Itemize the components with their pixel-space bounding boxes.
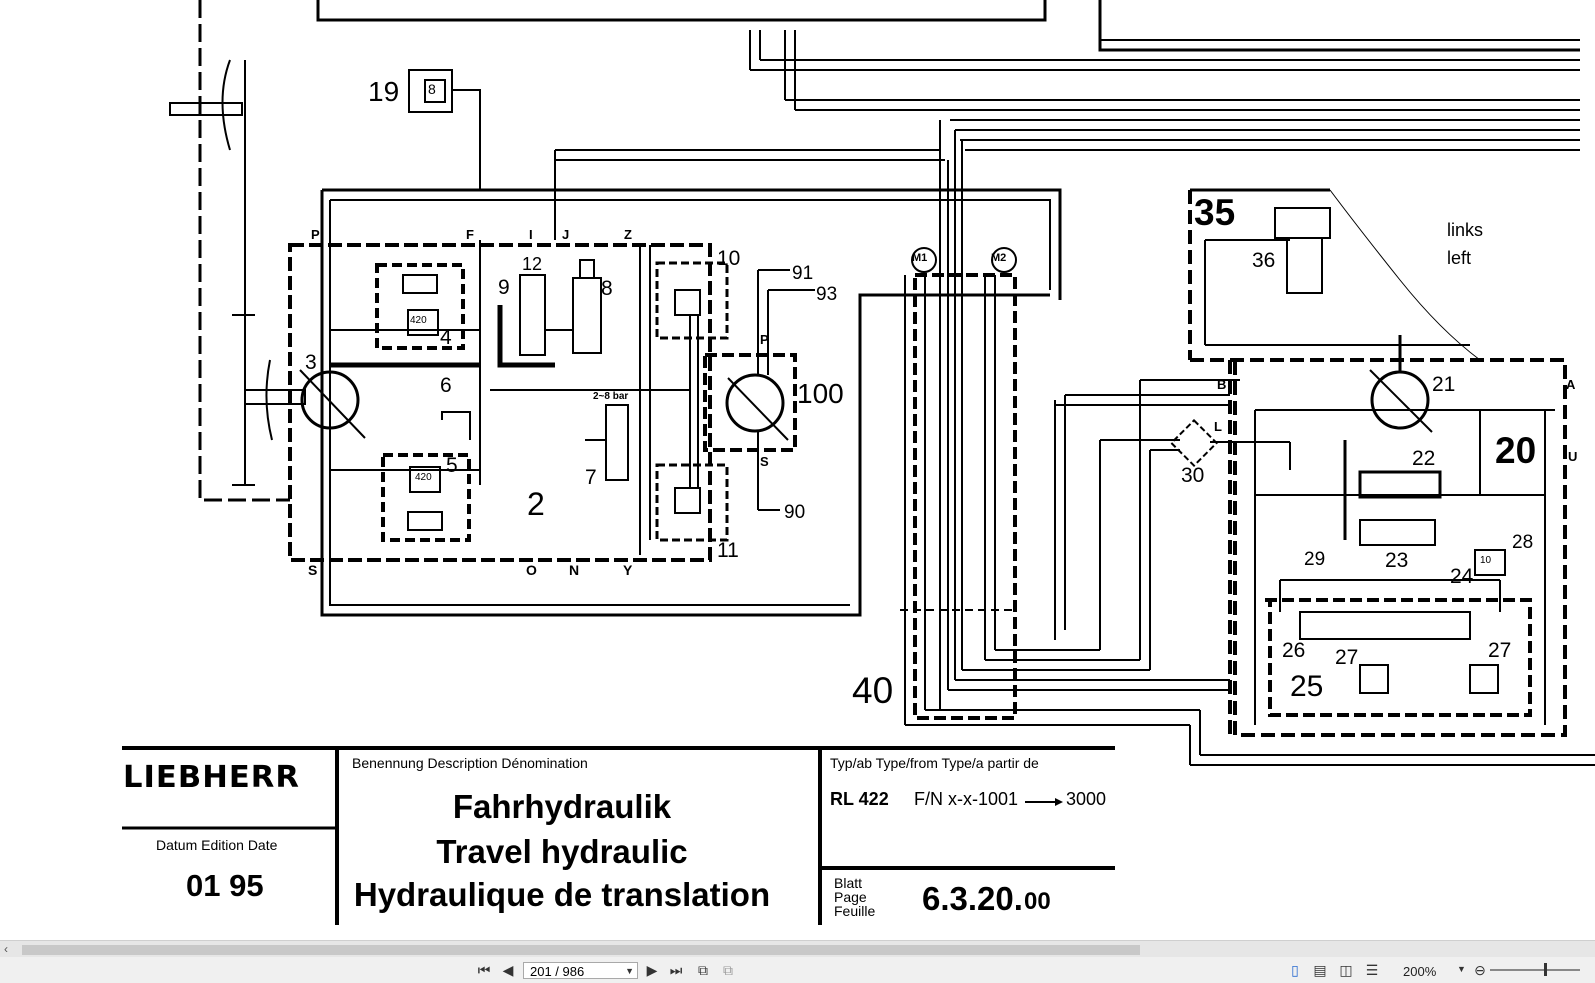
horizontal-scrollbar[interactable]: ‹	[0, 940, 1595, 958]
document-page: 19 8 3 4 5 6 2 7 8 9 10 11 12 100 90 91 …	[122, 0, 1595, 925]
fit-width-icon[interactable]: ⧉	[723, 962, 733, 978]
two-page-icon[interactable]: ◫	[1339, 962, 1353, 978]
liebherr-logo: LIEBHERR	[123, 760, 300, 795]
port-s: S	[308, 562, 318, 578]
previous-page-icon[interactable]: ◀	[502, 962, 514, 978]
port-j: J	[562, 227, 570, 242]
port-f: F	[466, 227, 474, 242]
label-22: 22	[1412, 447, 1436, 470]
label-10: 10	[717, 247, 741, 270]
label-29: 29	[1304, 549, 1326, 570]
port-b: B	[1217, 377, 1227, 392]
page-label-en: Page	[834, 889, 867, 905]
scrollbar-thumb[interactable]	[22, 945, 1140, 955]
scroll-left-icon[interactable]: ‹	[4, 942, 8, 956]
label-12: 12	[522, 254, 543, 274]
zoom-slider-handle[interactable]	[1544, 963, 1547, 976]
valve-420-a: 420	[410, 315, 427, 326]
page-label-fr: Feuille	[834, 903, 876, 919]
hydraulic-schematic	[122, 0, 1595, 925]
sheet-number: 6.3.20.	[922, 880, 1023, 917]
valve-10: 10	[1480, 555, 1492, 566]
port-a: A	[1566, 377, 1576, 392]
date-value: 01 95	[186, 868, 264, 903]
zoom-level[interactable]: 200%	[1403, 964, 1437, 979]
first-page-icon[interactable]: ⏮	[477, 962, 491, 978]
label-40: 40	[852, 670, 894, 711]
type-range: F/N x-x-1001	[914, 789, 1019, 809]
port-p: P	[311, 227, 320, 242]
page-number-input[interactable]: 201 / 986 ▼	[523, 962, 638, 979]
zoom-dropdown-icon[interactable]: ▼	[1457, 964, 1466, 974]
label-100: 100	[797, 378, 844, 409]
label-links: links	[1447, 220, 1484, 240]
label-90: 90	[784, 502, 806, 523]
continuous-page-icon[interactable]: ▤	[1313, 962, 1327, 978]
viewer-toolbar: ⏮ ◀ 201 / 986 ▼ ▶ ⏭ ⧉ ⧉ ▯ ▤ ◫ ☰ 200% ▼ ⊖	[0, 957, 1595, 983]
label-6: 6	[440, 374, 452, 397]
label-24: 24	[1450, 565, 1474, 588]
label-5: 5	[446, 454, 458, 477]
chevron-down-icon[interactable]: ▼	[625, 966, 634, 976]
port-o: O	[526, 562, 537, 578]
label-11: 11	[717, 539, 739, 562]
port-i: I	[529, 227, 533, 242]
title-french: Hydraulique de translation	[353, 876, 771, 913]
title-german: Fahrhydraulik	[452, 788, 672, 825]
title-english: Travel hydraulic	[436, 833, 688, 870]
port-l: L	[1214, 419, 1222, 434]
label-27a: 27	[1335, 646, 1359, 669]
type-header: Typ/ab Type/from Type/a partir de	[830, 755, 1039, 771]
label-left: left	[1447, 248, 1472, 268]
single-page-icon[interactable]: ▯	[1291, 962, 1299, 978]
page-indicator: 201 / 986	[530, 964, 585, 979]
last-page-icon[interactable]: ⏭	[669, 962, 683, 978]
port-u: U	[1568, 449, 1578, 464]
two-page-continuous-icon[interactable]: ☰	[1365, 962, 1379, 978]
zoom-slider[interactable]	[1490, 969, 1580, 971]
fit-page-icon[interactable]: ⧉	[698, 962, 708, 978]
valve-420-b: 420	[415, 472, 432, 483]
label-8: 8	[601, 277, 613, 300]
date-header: Datum Edition Date	[156, 837, 278, 853]
label-4: 4	[440, 326, 452, 349]
gauge-m1: M1	[912, 252, 928, 264]
name-header: Benennung Description Dénomination	[352, 755, 588, 771]
type-to: 3000	[1066, 789, 1107, 809]
label-36: 36	[1252, 249, 1276, 272]
label-93: 93	[816, 284, 838, 305]
zoom-out-icon[interactable]: ⊖	[1474, 962, 1486, 978]
label-2: 2	[527, 486, 545, 522]
label-7: 7	[585, 466, 597, 489]
label-28: 28	[1512, 532, 1534, 553]
gauge-m2: M2	[991, 252, 1007, 264]
label-19: 19	[368, 76, 400, 107]
port-p2: P	[760, 332, 769, 347]
label-3: 3	[305, 351, 317, 374]
label-9: 9	[498, 276, 510, 299]
label-25: 25	[1290, 670, 1324, 703]
port-z: Z	[624, 227, 632, 242]
label-23: 23	[1385, 549, 1409, 572]
port-n: N	[569, 562, 580, 578]
label-91: 91	[792, 263, 814, 284]
sheet-suffix: 00	[1024, 888, 1051, 915]
page-label-de: Blatt	[834, 875, 863, 891]
label-19-inner: 8	[428, 81, 436, 97]
pressure-range: 2~8 bar	[593, 391, 629, 402]
label-20: 20	[1495, 430, 1537, 471]
label-27b: 27	[1488, 639, 1512, 662]
type-model: RL 422	[830, 789, 889, 809]
label-26: 26	[1282, 639, 1306, 662]
label-35: 35	[1194, 192, 1236, 233]
port-s2: S	[760, 454, 769, 469]
next-page-icon[interactable]: ▶	[646, 962, 658, 978]
label-30: 30	[1181, 464, 1205, 487]
label-21: 21	[1432, 373, 1456, 396]
port-y: Y	[623, 562, 633, 578]
